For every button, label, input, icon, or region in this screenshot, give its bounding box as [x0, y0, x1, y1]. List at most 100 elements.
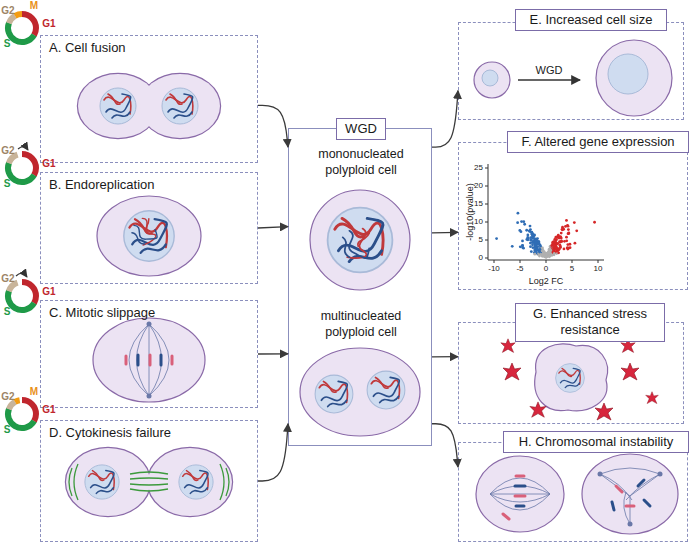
data-point — [527, 237, 530, 240]
data-point — [536, 248, 539, 251]
illustration-part — [128, 216, 159, 248]
arrow-connector — [432, 91, 458, 147]
mitotic-spindle-illustration — [93, 318, 205, 402]
illustration-part — [160, 355, 163, 365]
data-point — [521, 240, 524, 243]
dashed-panel: B. Endoreplication — [40, 172, 258, 284]
cell-fusion-illustration — [78, 74, 220, 138]
illustration-part — [630, 496, 631, 524]
illustration-part — [16, 273, 27, 277]
illustration-part — [367, 371, 405, 409]
data-point — [529, 245, 532, 248]
illustration-part — [608, 54, 648, 94]
data-point — [561, 228, 564, 231]
axis-tick: 25 — [474, 164, 483, 172]
cell-cycle-phase: G2 — [1, 6, 14, 16]
panel-heading: F. Altered gene expression — [507, 131, 689, 153]
illustration-part — [646, 392, 659, 404]
data-point — [554, 236, 557, 239]
illustration-part — [485, 168, 488, 169]
arrow-connector — [258, 424, 288, 481]
axis-tick: 5 — [570, 265, 574, 273]
data-point — [541, 247, 544, 250]
illustration-part — [644, 500, 650, 506]
data-point — [525, 229, 528, 232]
data-point — [563, 240, 566, 243]
axis-tick: -5 — [516, 265, 523, 273]
illustration-part — [100, 88, 136, 124]
arrow-connector — [258, 105, 288, 147]
panel-heading: G. Enhanced stress resistance — [515, 303, 665, 342]
cell-cycle-phase: G2 — [1, 274, 14, 284]
illustration-part — [490, 478, 550, 510]
illustration-part — [147, 394, 152, 399]
arrow-label: WGD — [536, 65, 563, 76]
illustration-part — [130, 489, 168, 491]
data-point — [528, 229, 531, 232]
cell-cycle-phase: G2 — [1, 392, 14, 402]
illustration-part — [343, 229, 369, 258]
illustration-part — [600, 468, 660, 524]
data-point — [556, 242, 559, 245]
data-point — [569, 243, 572, 246]
data-point — [518, 229, 521, 232]
illustration-part — [501, 339, 515, 353]
illustration-part — [69, 468, 72, 496]
data-point — [543, 252, 546, 255]
endoreplication-illustration — [97, 196, 201, 276]
illustration-part — [612, 480, 650, 510]
illustration-part — [638, 480, 644, 486]
cell-cycle-phase: S — [4, 307, 11, 317]
data-point — [566, 246, 569, 249]
data-point — [564, 225, 567, 228]
illustration-part — [530, 402, 546, 417]
illustration-part — [546, 260, 547, 263]
illustration-part — [485, 186, 488, 187]
data-point — [573, 221, 576, 224]
illustration-part — [226, 468, 229, 496]
data-point — [545, 256, 548, 259]
data-point — [533, 253, 536, 256]
data-point — [567, 231, 570, 234]
illustration-part — [124, 211, 174, 261]
illustration-part — [130, 472, 168, 474]
illustration-part — [485, 258, 488, 259]
illustration-part — [162, 88, 198, 124]
data-point — [539, 248, 542, 251]
arrow-connector — [432, 424, 458, 467]
illustration-part — [503, 476, 525, 519]
illustration-part — [626, 505, 634, 508]
data-point — [495, 237, 498, 240]
illustration-part — [129, 324, 169, 396]
data-point — [560, 232, 563, 235]
data-point — [543, 252, 546, 255]
data-point — [553, 241, 556, 244]
data-point — [511, 245, 514, 248]
cell-label: mononucleated polyploid cell — [301, 147, 421, 178]
illustration-part — [515, 495, 525, 498]
data-point — [537, 240, 540, 243]
data-point — [521, 244, 524, 247]
data-point — [542, 252, 545, 255]
cytokinesis-failure-illustration — [66, 448, 232, 516]
data-point — [520, 220, 523, 223]
data-point — [532, 240, 535, 243]
data-point — [553, 244, 556, 247]
illustration-part — [315, 375, 353, 413]
illustration-part — [147, 322, 152, 327]
axis-title: -log10(pvalue) — [466, 183, 475, 241]
axis-title: Log2 FC — [529, 277, 564, 286]
illustration-part — [600, 468, 660, 474]
illustration-part — [328, 208, 393, 273]
illustration-part — [628, 522, 633, 527]
illustration-part — [125, 356, 128, 364]
data-point — [549, 249, 552, 252]
illustration-part — [490, 478, 550, 494]
cell-cycle-phase: S — [4, 425, 11, 435]
panel-heading: H. Chromosomal instability — [503, 431, 689, 453]
data-point — [531, 237, 534, 240]
data-point — [555, 236, 558, 239]
